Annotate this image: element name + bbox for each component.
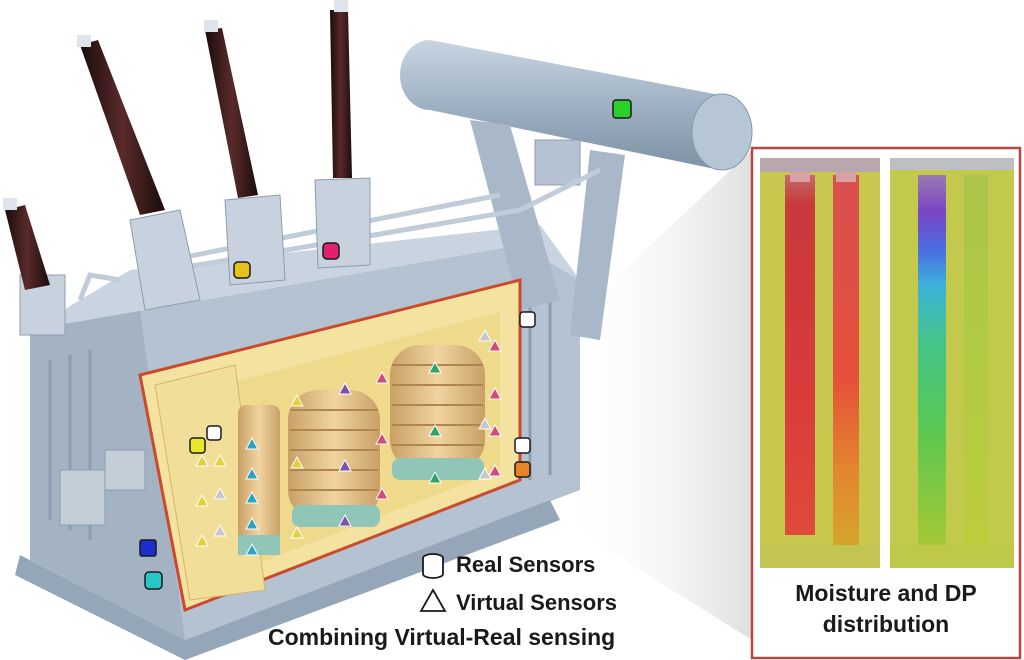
bushings: [5, 10, 352, 290]
conservator-tank: [400, 40, 741, 170]
virtual-sensor-markers: [195, 328, 502, 556]
real-sensor: [612, 99, 632, 119]
real-sensor: [189, 437, 206, 454]
bushing-caps: [3, 0, 348, 210]
real-sensor: [206, 425, 222, 441]
combining-caption: Combining Virtual-Real sensing: [268, 624, 616, 650]
legend-virtual-label: Virtual Sensors: [456, 590, 617, 615]
real-sensor: [139, 539, 157, 557]
conservator-support-2: [570, 150, 625, 340]
conservator-support: [470, 120, 560, 310]
panel-caption-line1: Moisture and DP: [795, 580, 977, 606]
real-sensor: [322, 242, 340, 260]
projection-beam: [560, 150, 752, 640]
triangle-icon: [419, 588, 447, 612]
panel-caption: Moisture and DP distribution: [752, 578, 1020, 640]
real-sensor-markers: [139, 99, 632, 590]
winding-right: [390, 345, 485, 480]
cutaway-left-wall: [154, 364, 266, 601]
winding-left: [238, 405, 280, 555]
buchholz-relay: [534, 139, 581, 186]
conservator-end: [691, 93, 753, 171]
winding-middle: [288, 390, 380, 527]
control-box: [59, 469, 106, 526]
panel-caption-line2: distribution: [822, 611, 950, 637]
moisture-plot: [760, 158, 880, 568]
cylinder-icon: [422, 553, 444, 579]
real-sensor: [514, 461, 531, 478]
legend-virtual: Virtual Sensors: [456, 590, 617, 616]
real-sensor: [233, 261, 251, 279]
legend-real: Real Sensors: [456, 552, 595, 578]
dp-plot: [890, 158, 1014, 568]
real-sensor: [514, 437, 531, 454]
control-box-2: [104, 449, 146, 491]
legend-icons: [419, 553, 447, 612]
legend-real-label: Real Sensors: [456, 552, 596, 577]
real-sensor: [144, 571, 163, 590]
real-sensor: [519, 311, 536, 328]
